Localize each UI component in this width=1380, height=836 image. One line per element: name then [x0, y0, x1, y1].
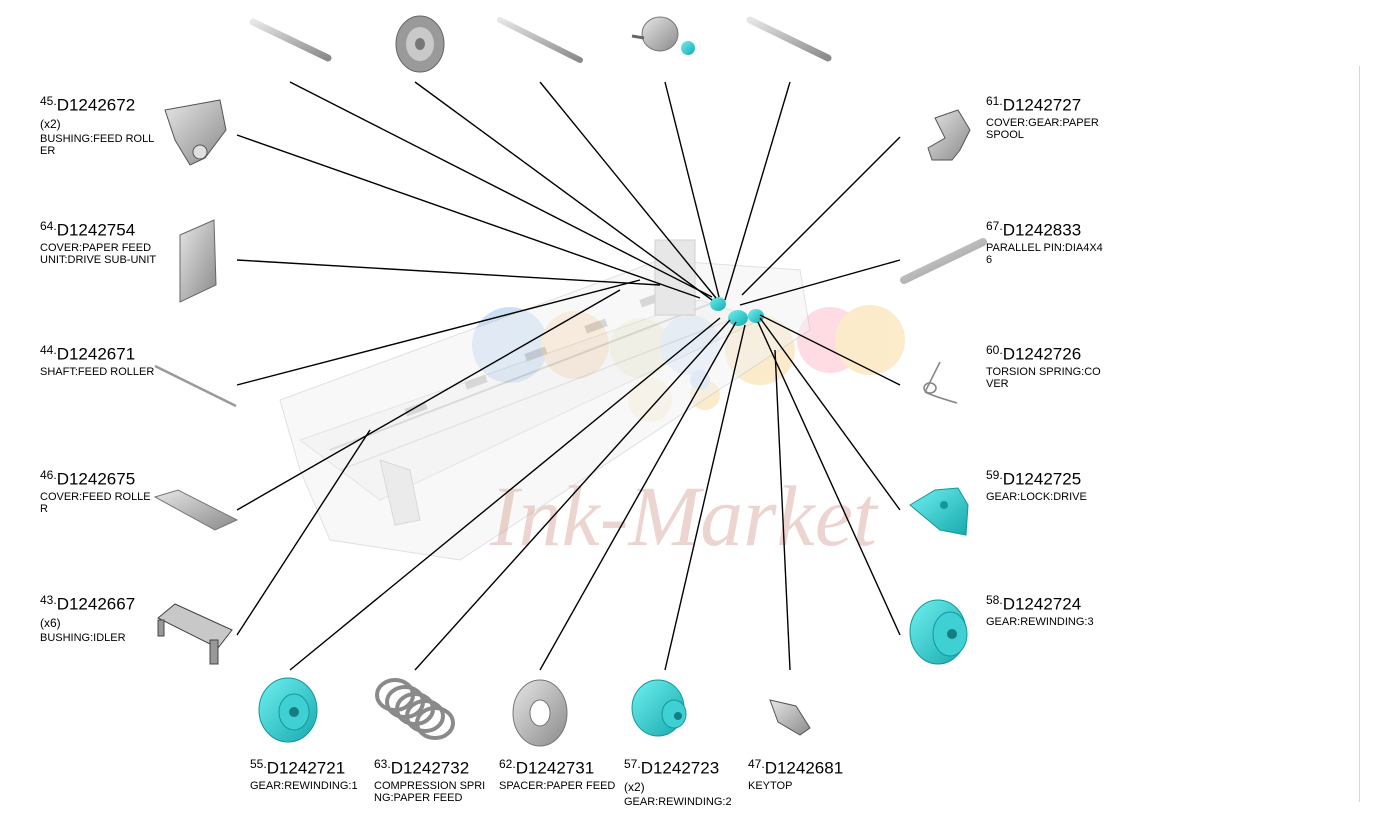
part-gear-rewinding-3	[910, 600, 967, 664]
part-shaft-feed-roller	[155, 366, 236, 406]
right-divider-line	[1359, 66, 1360, 802]
callout-62: 62.D1242731 SPACER:PAPER FEED	[499, 757, 617, 792]
callout-57: 57.D1242723 (x2) GEAR:REWINDING:2	[624, 757, 742, 808]
part-keytop	[770, 700, 810, 735]
part-spacer-paper-feed	[513, 680, 567, 746]
part-cover-drive-sub-unit	[180, 220, 216, 302]
part-shaft-3	[750, 20, 828, 58]
callout-63: 63.D1242732 COMPRESSION SPRING:PAPER FEE…	[374, 757, 492, 805]
part-motor	[632, 17, 695, 55]
part-bushing-idler	[158, 604, 232, 664]
watermark-text: Ink-Market	[489, 468, 879, 564]
part-parallel-pin	[904, 242, 983, 280]
part-cover-feed-roller	[155, 490, 237, 530]
part-shaft-2	[500, 20, 580, 60]
part-gear-rewinding-2	[632, 680, 686, 736]
part-bushing-feed-roller	[165, 100, 226, 165]
callout-67: 67.D1242833 PARALLEL PIN:DIA4X46	[986, 219, 1104, 267]
callout-58: 58.D1242724 GEAR:REWINDING:3	[986, 593, 1104, 628]
callout-59: 59.D1242725 GEAR:LOCK:DRIVE	[986, 468, 1104, 503]
callout-44: 44.D1242671 SHAFT:FEED ROLLER	[40, 343, 158, 378]
part-gear-lock-drive	[910, 488, 968, 535]
callout-43: 43.D1242667 (x6) BUSHING:IDLER	[40, 593, 158, 644]
callout-64: 64.D1242754 COVER:PAPER FEED UNIT:DRIVE …	[40, 219, 158, 267]
callout-55: 55.D1242721 GEAR:REWINDING:1	[250, 757, 368, 792]
part-torsion-spring	[924, 362, 957, 403]
callout-61: 61.D1242727 COVER:GEAR:PAPER SPOOL	[986, 94, 1104, 142]
part-shaft-1	[253, 22, 328, 58]
part-compression-spring	[377, 680, 453, 738]
part-gear-rewinding-1	[259, 678, 317, 742]
part-cover-gear-paper-spool	[928, 110, 970, 160]
callout-60: 60.D1242726 TORSION SPRING:COVER	[986, 343, 1104, 391]
callout-45: 45.D1242672 (x2) BUSHING:FEED ROLLER	[40, 94, 158, 158]
part-gear-disc	[396, 16, 444, 72]
callout-47: 47.D1242681 KEYTOP	[748, 757, 866, 792]
callout-46: 46.D1242675 COVER:FEED ROLLER	[40, 468, 158, 516]
